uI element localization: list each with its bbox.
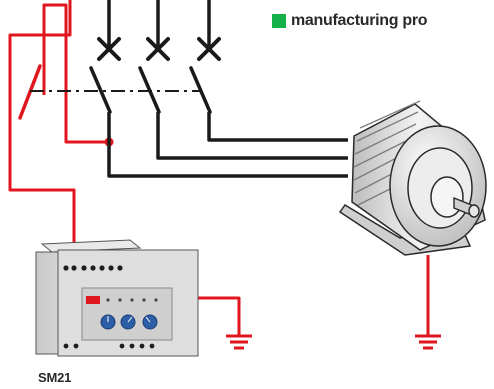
terminal-screws-top: [63, 265, 123, 271]
setting-knobs: [100, 314, 158, 330]
device-label: SM21: [38, 370, 72, 385]
motor: [338, 100, 487, 256]
test-button: [86, 296, 100, 304]
earth-symbol-motor: [415, 255, 441, 350]
power-wiring: [107, 0, 348, 178]
legend-swatch: [272, 14, 286, 28]
indicator-leds: [106, 298, 158, 302]
device-panel: [81, 287, 173, 341]
motor-shaft-tip: [468, 204, 480, 218]
breaker-x-marks: [97, 37, 221, 61]
legend: manufacturing pro: [272, 12, 428, 30]
legend-label: manufacturing pro: [291, 12, 428, 29]
control-wiring: [8, 0, 241, 323]
motor-shaft-hub: [430, 176, 464, 218]
terminal-screws-bottom: [63, 343, 155, 349]
earth-symbol-device: [226, 323, 252, 350]
device-top: [40, 239, 142, 253]
sm21-device: [35, 239, 199, 357]
